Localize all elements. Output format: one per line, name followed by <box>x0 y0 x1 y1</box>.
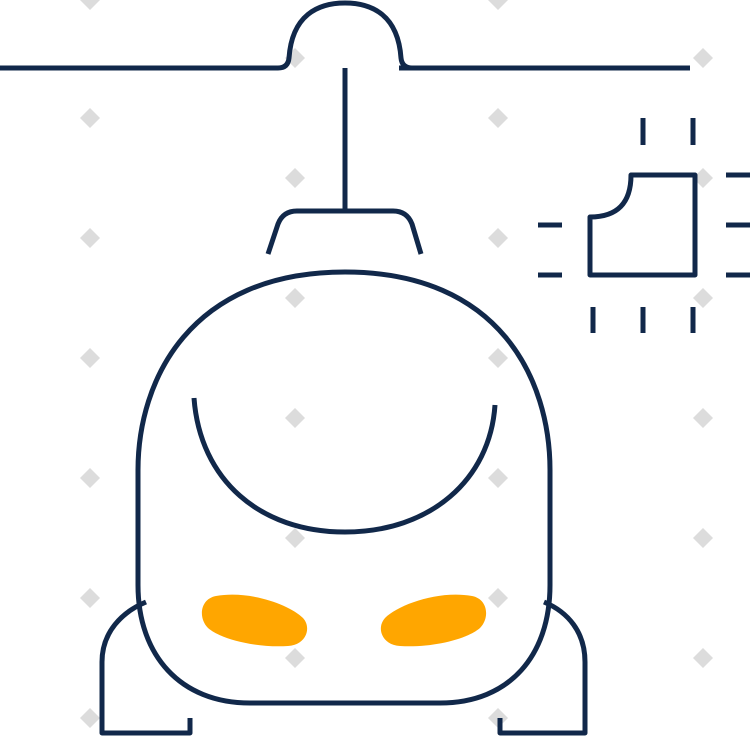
right-headlight <box>380 594 487 647</box>
right-bogie <box>497 599 588 736</box>
watermark-diamond <box>285 288 305 308</box>
watermark-diamond <box>488 468 508 488</box>
watermark-diamond <box>693 168 713 188</box>
watermark-diamond <box>693 408 713 428</box>
watermark-diamond <box>488 228 508 248</box>
train-front <box>99 269 588 736</box>
watermark-diamond <box>488 108 508 128</box>
watermark-diamond <box>285 168 305 188</box>
watermark-diamond <box>285 408 305 428</box>
windshield <box>191 397 498 535</box>
watermark-diamond <box>285 528 305 548</box>
watermark-diamond <box>693 48 713 68</box>
microchip-icon <box>538 118 750 333</box>
watermark-diamond <box>488 348 508 368</box>
pantograph-icon <box>0 0 690 255</box>
pantograph-shoe <box>265 208 424 255</box>
watermark-diamond <box>80 348 100 368</box>
watermark-diamond <box>285 648 305 668</box>
left-bogie <box>99 599 193 736</box>
watermark-diamond <box>80 228 100 248</box>
watermark-diamond <box>80 108 100 128</box>
watermark-diamond <box>488 588 508 608</box>
watermark-diamond <box>693 528 713 548</box>
train-body <box>135 269 553 706</box>
watermark-diamond <box>80 468 100 488</box>
left-headlight <box>201 594 308 647</box>
chip-pins <box>538 118 750 333</box>
chip-body <box>587 172 698 278</box>
headlight-icon <box>201 594 487 647</box>
watermark-diamond <box>80 588 100 608</box>
overhead-wire-left <box>0 0 413 71</box>
watermark-diamond <box>80 708 100 728</box>
watermark-diamond <box>80 0 100 10</box>
watermark-diamond <box>693 288 713 308</box>
watermark-pattern <box>80 0 713 728</box>
watermark-diamond <box>693 648 713 668</box>
watermark-diamond <box>488 0 508 10</box>
